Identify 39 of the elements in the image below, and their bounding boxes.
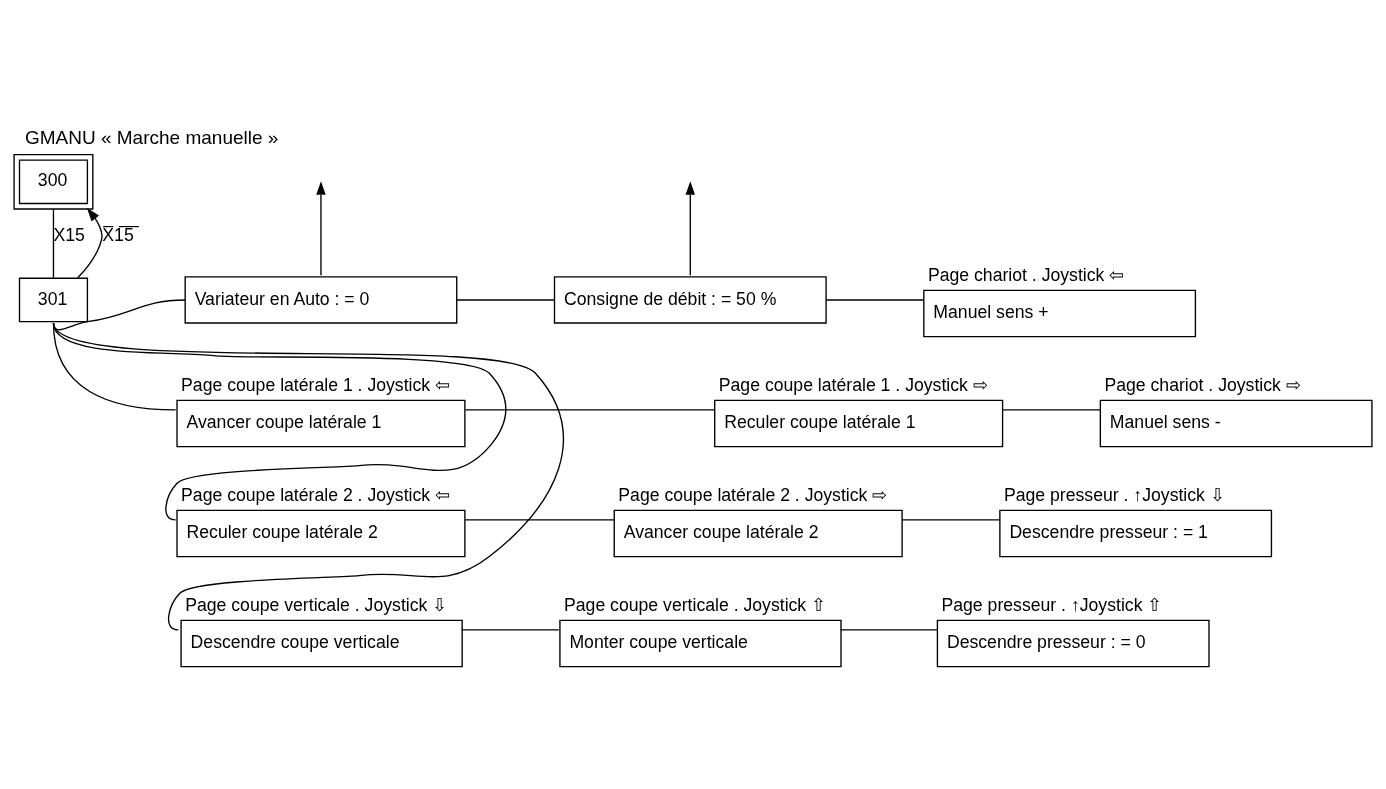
connector <box>52 208 55 279</box>
node-box: 300 <box>13 153 94 210</box>
node-label: Page coupe latérale 2 . Joystick ⇦ <box>181 484 451 505</box>
node-box: Avancer coupe latérale 1 <box>176 399 466 447</box>
node-label: Page chariot . Joystick ⇦ <box>927 264 1125 285</box>
connector <box>901 518 1001 521</box>
node-box: 301 <box>18 277 89 322</box>
node-label: Page chariot . Joystick ⇨ <box>1104 374 1301 395</box>
node-box: Variateur en Auto : = 0 <box>184 275 458 324</box>
node-box: Descendre coupe verticale <box>180 619 463 667</box>
connector <box>825 298 925 301</box>
node-label: Page presseur . ↑Joystick ⇧ <box>941 594 1163 615</box>
node-box: Reculer coupe latérale 2 <box>176 509 466 557</box>
node-box: Consigne de débit : = 50 % <box>553 275 827 324</box>
node-box: Manuel sens - <box>1099 399 1373 447</box>
connector <box>1002 408 1101 411</box>
connector <box>839 628 938 631</box>
node-box: Reculer coupe latérale 1 <box>714 399 1004 447</box>
node-box: Descendre presseur : = 0 <box>936 619 1210 667</box>
node-label: Page presseur . ↑Joystick ⇩ <box>1003 484 1225 505</box>
node-label: Page coupe latérale 1 . Joystick ⇦ <box>181 374 451 395</box>
node-label: Page coupe verticale . Joystick ⇩ <box>185 594 448 615</box>
node-label: Page coupe latérale 2 . Joystick ⇨ <box>618 484 888 505</box>
node-box: Manuel sens + <box>923 289 1197 337</box>
edge-label: X15 <box>53 224 85 245</box>
node-box: Descendre presseur : = 1 <box>999 509 1273 557</box>
connector <box>52 321 565 631</box>
arrow <box>77 207 103 278</box>
node-box: Monter coupe verticale <box>559 619 842 667</box>
node-box: Avancer coupe latérale 2 <box>613 509 903 557</box>
connector <box>464 408 716 411</box>
connector <box>464 518 615 521</box>
connector <box>460 628 560 631</box>
node-label: Page coupe latérale 1 . Joystick ⇨ <box>718 374 988 395</box>
arrow <box>685 180 696 276</box>
connector <box>456 298 556 301</box>
arrow <box>316 180 326 276</box>
diagram-title: GMANU « Marche manuelle » <box>24 126 279 148</box>
node-label: Page coupe verticale . Joystick ⇧ <box>564 594 827 615</box>
